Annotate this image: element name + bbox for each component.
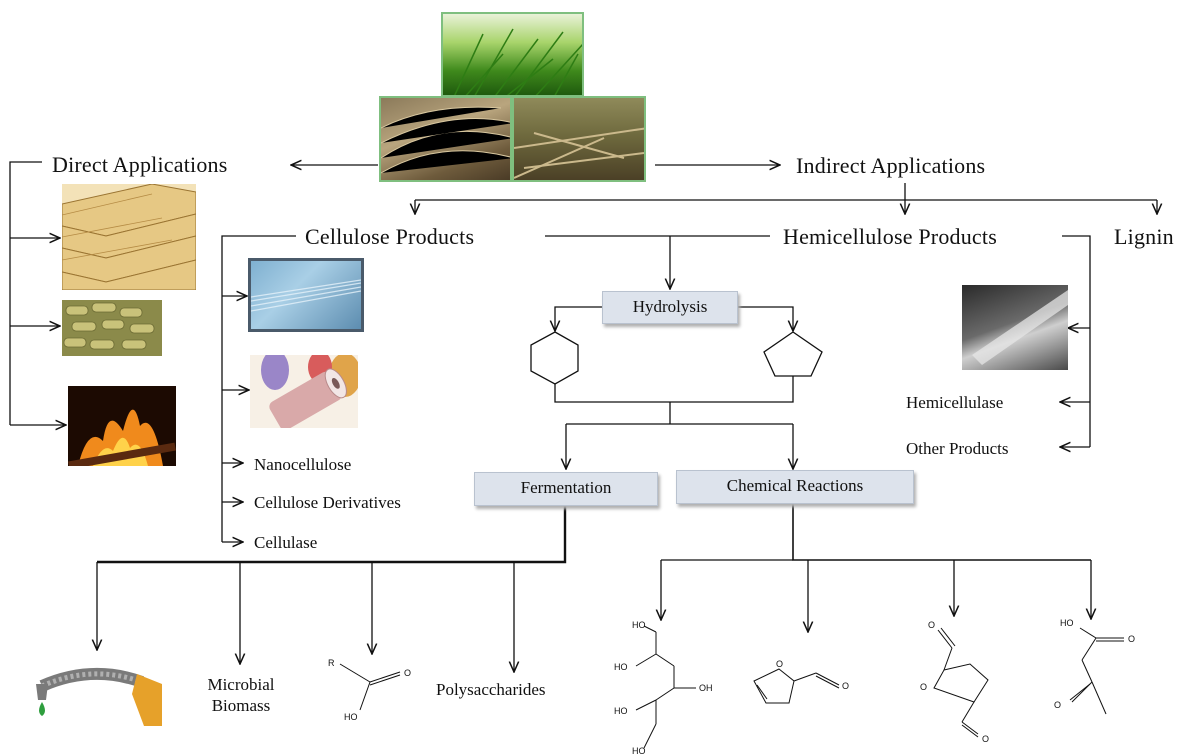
sugar-ho-4: HO: [632, 746, 646, 756]
fermentation-box: Fermentation: [474, 472, 658, 506]
acid-r-label: R: [328, 658, 335, 668]
hemicellulase-label: Hemicellulase: [906, 393, 1004, 412]
fuel-nozzle-image: [32, 654, 162, 726]
levulinic-o-1: O: [1128, 634, 1135, 644]
dry-stalks-photo: [512, 96, 646, 182]
microbial-biomass-line2: Biomass: [211, 696, 271, 715]
furfural-ring-o: O: [776, 659, 783, 669]
dry-straw-photo: [379, 96, 512, 182]
furfural-structure: O O: [753, 659, 849, 704]
sugar-ho-3: HO: [614, 706, 628, 716]
dff-o-top: O: [928, 620, 935, 630]
dff-ring-o: O: [920, 682, 927, 692]
microbial-biomass-label: Microbial Biomass: [196, 674, 286, 716]
yarn-spool-photo: [250, 355, 358, 428]
dff-o-bottom: O: [982, 734, 989, 744]
fire-photo: [68, 386, 176, 466]
grass-photo: [441, 12, 584, 97]
cellulose-products-label: Cellulose Products: [305, 224, 475, 249]
levulinic-ho: HO: [1060, 618, 1074, 628]
polysaccharides-label: Polysaccharides: [436, 680, 546, 699]
other-products-label: Other Products: [906, 439, 1009, 458]
hemicellulose-products-label: Hemicellulose Products: [783, 224, 997, 249]
sugar-ho-2: HO: [614, 662, 628, 672]
nanofiber-sheet-photo: [248, 258, 364, 332]
carboxylic-acid-structure: R O HO: [328, 658, 411, 722]
sugar-oh-label: OH: [699, 683, 713, 693]
levulinic-o-2: O: [1054, 700, 1061, 710]
diformylfuran-structure: O O O: [920, 620, 989, 744]
lignin-label: Lignin: [1114, 224, 1174, 249]
sugar-ho-1: HO: [632, 620, 646, 630]
acid-ho-label: HO: [344, 712, 358, 722]
direct-applications-label: Direct Applications: [52, 152, 228, 177]
sugar-alcohol-structure: HO HO OH HO HO: [614, 620, 713, 756]
sem-micrograph-photo: [962, 285, 1068, 370]
cellulase-label: Cellulase: [254, 533, 318, 552]
chemical-reactions-box: Chemical Reactions: [676, 470, 914, 504]
hydrolysis-box: Hydrolysis: [602, 291, 738, 324]
pellets-photo: [62, 300, 162, 356]
levulinic-acid-structure: HO O O: [1054, 618, 1135, 715]
indirect-applications-label: Indirect Applications: [796, 153, 986, 178]
microbial-biomass-line1: Microbial: [207, 675, 275, 694]
nanocellulose-label: Nanocellulose: [254, 455, 352, 474]
cellulose-derivatives-label: Cellulose Derivatives: [254, 493, 401, 512]
furfural-aldehyde-o: O: [842, 681, 849, 691]
acid-o-label: O: [404, 668, 411, 678]
lumber-photo: [62, 184, 196, 290]
